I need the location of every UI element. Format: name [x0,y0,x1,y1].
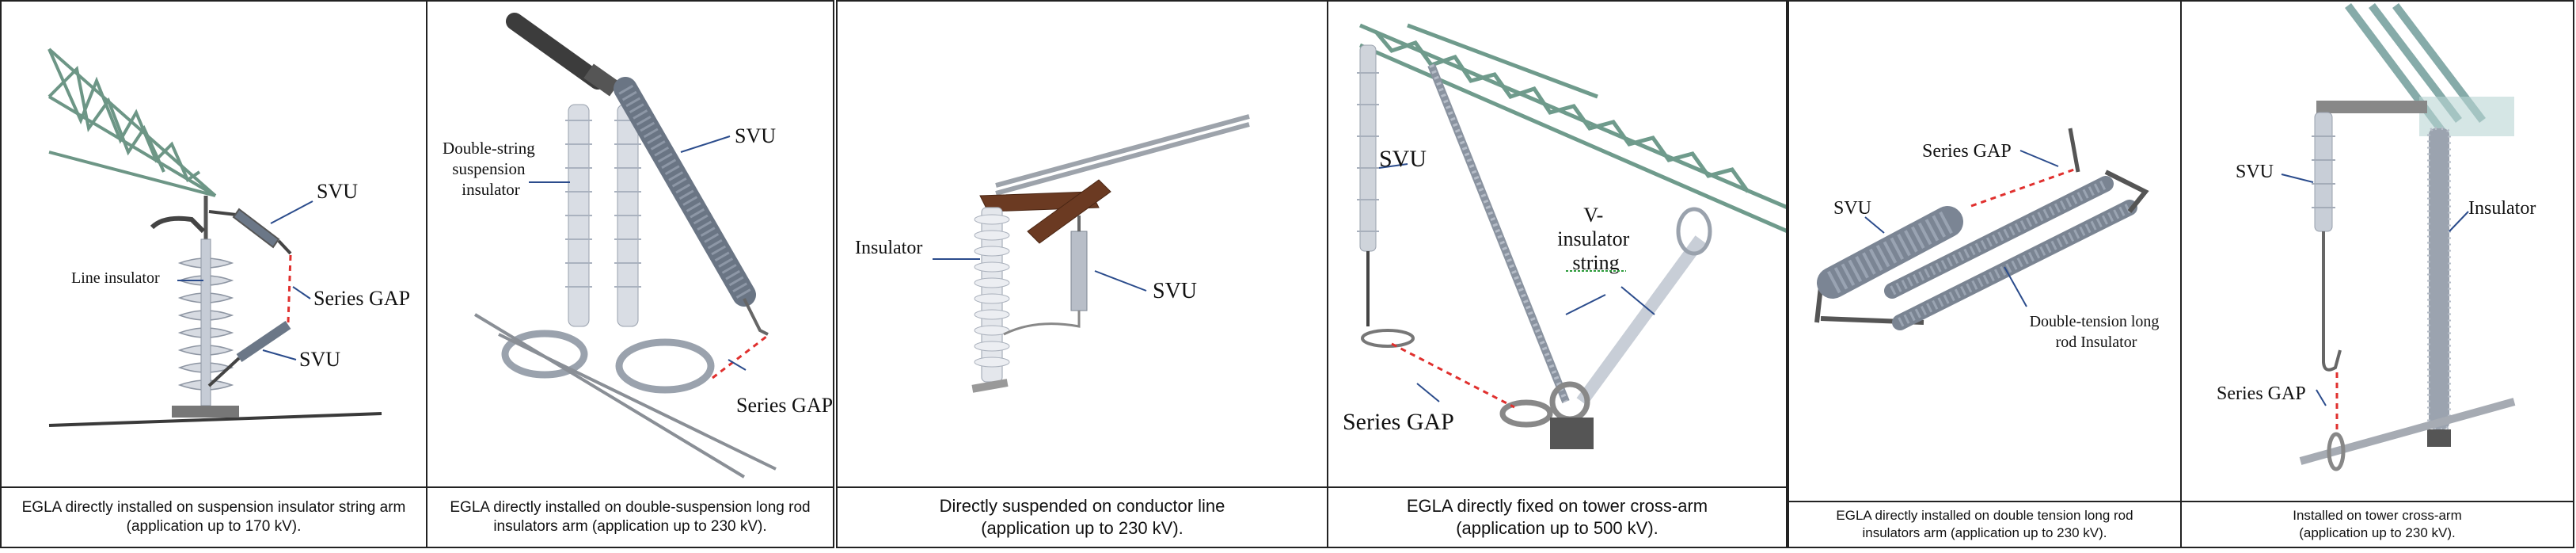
svu-label: SVU [735,124,776,147]
panel-suspension-string: SVU Line insulator Series GAP SVU EGLA d… [2,2,426,547]
caption-panel-4: EGLA directly fixed on tower cross-arm (… [1328,486,1786,547]
svu-label: SVU [1833,198,1871,219]
svu-unit [1817,206,1963,299]
svu-unit [1357,44,1415,348]
svu-unit [1003,215,1088,336]
illustration-tower-crossarm: SVU Insulator Series GAP [2217,2,2536,471]
caption-panel-3: Directly suspended on conductor line (ap… [838,486,1327,547]
line-insulator-label: Line insulator [71,269,160,287]
double-tension-rods [1884,176,2137,330]
panel-double-suspension: Double-string suspension insulator SVU S… [426,2,833,547]
svu-unit-lower [207,321,291,387]
svu-label: SVU [1153,279,1197,303]
insulator-label: Insulator [2468,198,2536,219]
caption-panel-2: EGLA directly installed on double-suspen… [427,486,833,547]
illustration-suspension-string: SVU Line insulator Series GAP SVU [47,48,410,427]
illustration-double-suspension: Double-string suspension insulator SVU S… [443,13,833,479]
v-insulator-string-label: V- insulator string [1557,204,1635,274]
long-rod-insulator [2427,127,2451,447]
series-gap-label: Series GAP [1343,409,1454,435]
caption-panel-5: EGLA directly installed on double tensio… [1789,501,2180,547]
insulator-label: Insulator [855,238,922,258]
panel-tower-crossarm: SVU Insulator Series GAP Installed on to… [2180,2,2573,547]
double-tension-label: Double-tension long rod Insulator [2030,313,2164,351]
figure-group-3: Series GAP SVU Double-tension long rod I… [1788,0,2574,548]
panel-tower-crossarm-v: SVU SVU V- insulator string Series GAP E… [1327,2,1786,547]
series-gap-line [287,254,292,323]
svu-label-lower: SVU [299,348,340,371]
line-insulator-discs [177,238,234,406]
double-string-label: Double-string suspension insulator [443,139,539,199]
grading-ring-right [615,338,715,394]
series-gap-line [1970,168,2075,208]
svu-unit [614,77,769,336]
wooden-crossarm [979,179,1111,244]
caption-panel-1: EGLA directly installed on suspension in… [2,486,426,547]
svu-label: SVU [2236,162,2274,182]
caption-panel-6: Installed on tower cross-arm (applicatio… [2182,501,2573,547]
panel-conductor-suspended: Insulator SVU Directly suspended on cond… [838,2,1327,547]
illustration-conductor-suspended: Insulator SVU [855,114,1250,393]
series-gap-line [712,335,767,379]
v-insulator-string [1427,63,1712,406]
figure-group-2: Insulator SVU Directly suspended on cond… [836,0,1788,548]
svu-unit [2312,112,2342,372]
svu-unit-upper [208,208,292,255]
panel-double-tension: Series GAP SVU Double-tension long rod I… [1789,2,2180,547]
svu-label-visible: SVU [1379,146,1427,172]
tower-lattice-arm [1359,23,1786,233]
illustration-tower-crossarm-v: SVU SVU V- insulator string Series GAP [1343,23,1786,449]
tower-lattice-arm [47,48,217,197]
series-gap-label: Series GAP [736,394,833,417]
series-gap-line [1391,342,1515,409]
grading-ring-left [501,330,588,379]
series-gap-label: Series GAP [2217,383,2306,404]
series-gap-label: Series GAP [1922,141,2012,162]
series-gap-label: Series GAP [313,287,410,310]
illustration-double-tension: Series GAP SVU Double-tension long rod I… [1814,128,2164,351]
svu-label-upper: SVU [317,180,358,203]
figure-group-1: SVU Line insulator Series GAP SVU EGLA d… [0,0,834,548]
